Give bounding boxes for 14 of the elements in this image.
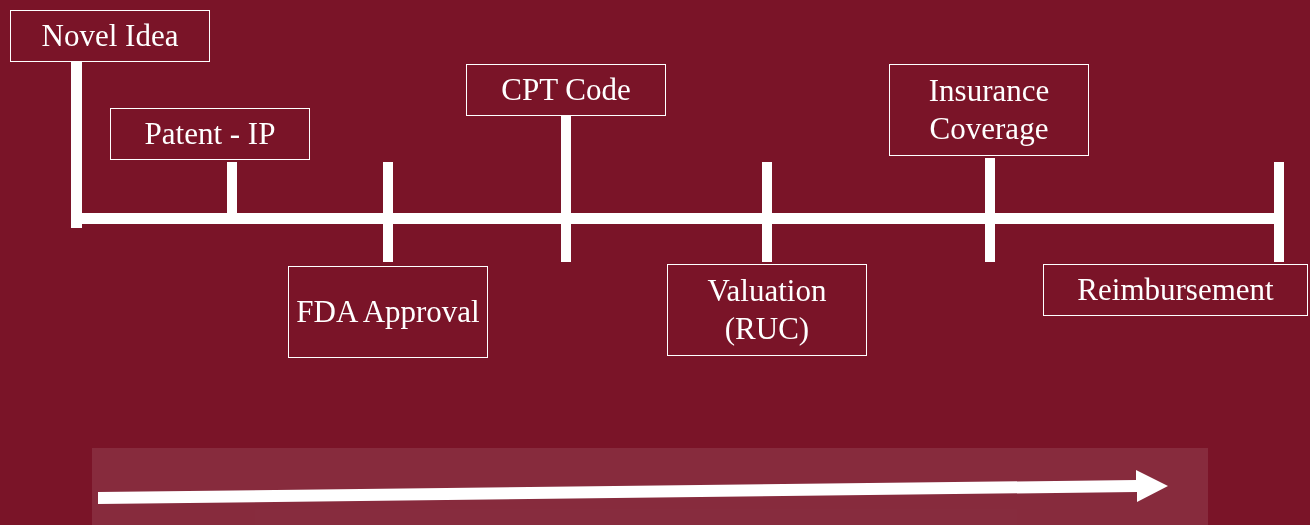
milestone-label: Insurance Coverage [927, 72, 1051, 148]
milestone-box [110, 108, 310, 160]
milestone-label: FDA Approval [296, 293, 480, 331]
milestone-label: CPT Code [501, 71, 631, 109]
milestone-label: Novel Idea [41, 17, 179, 55]
milestone-box [10, 10, 210, 62]
milestone-label: Reimbursement [1077, 271, 1274, 309]
milestone-box [1043, 264, 1308, 316]
milestone-label: Valuation (RUC) [706, 272, 828, 348]
milestone-box [288, 266, 488, 358]
milestone-label: Patent - IP [144, 115, 276, 153]
milestone-box [667, 264, 867, 356]
milestone-box [466, 64, 666, 116]
milestone-box [889, 64, 1089, 156]
